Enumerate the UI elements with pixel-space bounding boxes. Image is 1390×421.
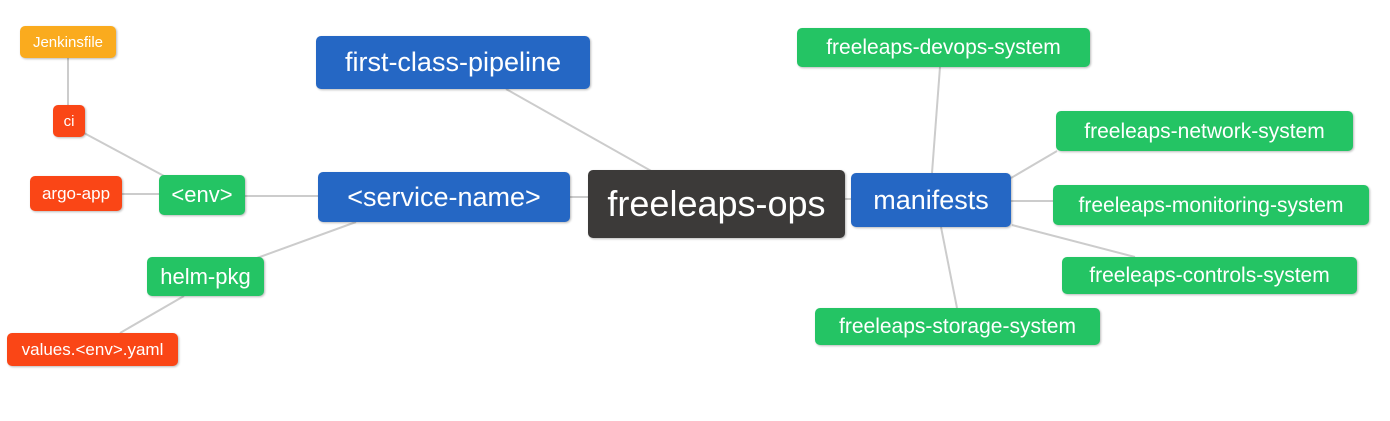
edge-pipeline-freeleaps-ops (505, 88, 654, 173)
node-argo-app[interactable]: argo-app (30, 176, 122, 211)
node-jenkinsfile[interactable]: Jenkinsfile (20, 26, 116, 58)
node-freeleaps-controls-system[interactable]: freeleaps-controls-system (1062, 257, 1357, 294)
node-env[interactable]: <env> (159, 175, 245, 215)
node-service-name[interactable]: <service-name> (318, 172, 570, 222)
node-helm-pkg[interactable]: helm-pkg (147, 257, 264, 296)
node-first-class-pipeline[interactable]: first-class-pipeline (316, 36, 590, 89)
edge-manifests-network (1010, 150, 1058, 179)
node-ci[interactable]: ci (53, 105, 85, 137)
node-manifests[interactable]: manifests (851, 173, 1011, 227)
node-freeleaps-network-system[interactable]: freeleaps-network-system (1056, 111, 1353, 151)
edge-helm-pkg-values (119, 295, 185, 334)
edge-ci-env (83, 132, 165, 177)
node-freeleaps-devops-system[interactable]: freeleaps-devops-system (797, 28, 1090, 67)
node-values-env-yaml[interactable]: values.<env>.yaml (7, 333, 178, 366)
edge-devops-manifests (931, 66, 941, 174)
node-freeleaps-ops[interactable]: freeleaps-ops (588, 170, 845, 238)
edge-service-name-helm-pkg (256, 221, 357, 259)
edge-manifests-storage (940, 226, 958, 309)
edge-manifests-controls (1011, 224, 1136, 258)
node-freeleaps-monitoring-system[interactable]: freeleaps-monitoring-system (1053, 185, 1369, 225)
node-freeleaps-storage-system[interactable]: freeleaps-storage-system (815, 308, 1100, 345)
